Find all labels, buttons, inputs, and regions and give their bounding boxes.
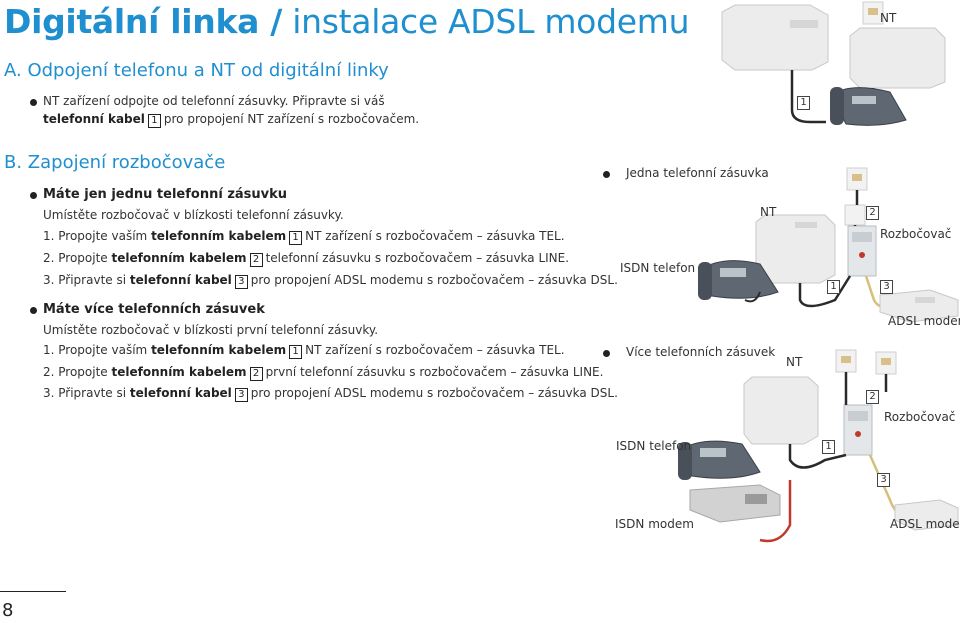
mid-isdn-phone-label: ISDN telefon (620, 261, 696, 275)
bot-cable-2-tag: 2 (866, 390, 879, 404)
bot-isdn-phone-label: ISDN telefon (616, 439, 692, 453)
mid-isdn-phone (698, 260, 779, 300)
mid-nt-label: NT (760, 205, 777, 219)
title-sub: instalace ADSL modemu (292, 2, 690, 41)
page-number: 8 (2, 600, 14, 621)
cable-number-badge: 2 (249, 253, 263, 267)
section-a-line2-rest: pro propojení NT zařízení s rozbočovačem… (163, 112, 420, 126)
step-rest: NT zařízení s rozbočovačem – zásuvka TEL… (305, 229, 565, 243)
top-nt-device (721, 4, 829, 71)
step-bold: telefonní kabel (129, 386, 232, 400)
mid-adsl-modem-label: ADSL modem (888, 314, 960, 328)
mid-cable-3-tag: 3 (880, 280, 893, 294)
mid-nt-device (755, 214, 836, 284)
case1-bullet (30, 192, 37, 199)
footer-rule (0, 591, 66, 592)
section-a-line1: NT zařízení odpojte od telefonní zásuvky… (43, 94, 385, 108)
step-rest: NT zařízení s rozbočovačem – zásuvka TEL… (305, 343, 565, 357)
bot-adsl-modem (894, 499, 959, 531)
case2-bullet (30, 307, 37, 314)
case2-subtitle: Umístěte rozbočovač v blízkosti první te… (43, 323, 379, 337)
step-prefix: 1. Propojte vaším (43, 343, 148, 357)
mid-cable-2-tag: 2 (866, 206, 879, 220)
mid-cable-1-tag: 1 (827, 280, 840, 294)
section-a-bullet (30, 99, 37, 106)
section-a-heading: A. Odpojení telefonu a NT od digitální l… (4, 60, 389, 81)
step-bold: telefonní kabel (129, 273, 232, 287)
bot-cable-3-tag: 3 (877, 473, 890, 487)
section-b-heading: B. Zapojení rozbočovače (4, 152, 226, 173)
bot-heading: Více telefonních zásuvek (626, 345, 776, 359)
mid-bullet (603, 171, 610, 178)
case2-title: Máte více telefonních zásuvek (43, 302, 265, 317)
cable-number-badge: 3 (234, 388, 248, 402)
bot-nt-device (743, 376, 819, 445)
cable-number-badge: 1 (147, 114, 161, 128)
title-main: Digitální linka / (4, 2, 283, 41)
step-prefix: 3. Připravte si (43, 273, 127, 287)
mid-heading: Jedna telefonní zásuvka (626, 166, 769, 180)
step-rest: telefonní zásuvku s rozbočovačem – zásuv… (265, 251, 570, 265)
step-bold: telefonním kabelem (151, 343, 287, 357)
cable-number-badge: 2 (249, 367, 263, 381)
top-wall-socket (862, 1, 884, 25)
step-bold: telefonním kabelem (111, 365, 247, 379)
mid-wall-socket-top (846, 167, 868, 191)
bot-wall-socket-1 (835, 349, 857, 373)
step-bold: telefonním kabelem (151, 229, 287, 243)
mid-splitter-label: Rozbočovač (880, 227, 952, 241)
page-title: Digitální linka / instalace ADSL modemu (4, 2, 689, 41)
step-bold: telefonním kabelem (111, 251, 247, 265)
mid-adsl-modem (879, 289, 959, 323)
cable-number-badge: 3 (234, 275, 248, 289)
step-rest: pro propojení ADSL modemu s rozbočovačem… (250, 273, 618, 287)
bot-isdn-modem (689, 484, 781, 523)
bot-splitter-label: Rozbočovač (884, 410, 956, 424)
step-prefix: 1. Propojte vaším (43, 229, 148, 243)
bot-isdn-phone (678, 440, 761, 480)
step-prefix: 2. Propojte (43, 365, 108, 379)
bot-cable-1-tag: 1 (822, 440, 835, 454)
step-prefix: 3. Připravte si (43, 386, 127, 400)
bot-nt-label: NT (786, 355, 803, 369)
bot-adsl-modem-label: ADSL modem (890, 517, 960, 531)
step-rest: pro propojení ADSL modemu s rozbočovačem… (250, 386, 618, 400)
case1-subtitle: Umístěte rozbočovač v blízkosti telefonn… (43, 208, 344, 222)
mid-splitter (847, 225, 877, 277)
cable-number-badge: 1 (289, 345, 303, 359)
step-rest: první telefonní zásuvku s rozbočovačem –… (265, 365, 604, 379)
bot-isdn-modem-label: ISDN modem (615, 517, 694, 531)
top-isdn-phone (830, 87, 907, 126)
mid-wall-socket-side (844, 204, 866, 226)
bot-splitter (843, 404, 873, 456)
case1-title: Máte jen jednu telefonní zásuvku (43, 187, 288, 202)
bot-wall-socket-2 (875, 351, 897, 375)
top-cable-1-tag: 1 (797, 96, 810, 110)
top-nt-small-device (849, 27, 946, 89)
bot-bullet (603, 350, 610, 357)
cable-number-badge: 1 (289, 231, 303, 245)
top-nt-label: NT (880, 11, 897, 25)
section-a-cable-label: telefonní kabel (43, 112, 145, 126)
step-prefix: 2. Propojte (43, 251, 108, 265)
